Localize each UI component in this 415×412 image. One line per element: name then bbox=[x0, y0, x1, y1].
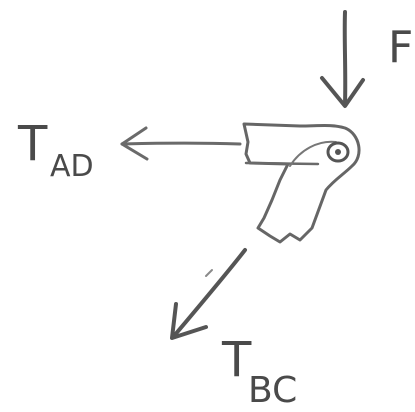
tension-bc-label-main: T bbox=[221, 332, 252, 388]
force-f-shaft bbox=[342, 10, 348, 106]
connection-body bbox=[242, 122, 361, 244]
tension-bc-arrowhead bbox=[170, 302, 208, 340]
force-f-arrow bbox=[320, 10, 365, 108]
tension-bc-tick-mark bbox=[205, 269, 213, 277]
bracket-inner-line bbox=[244, 161, 320, 166]
pin-outer-icon bbox=[326, 141, 350, 163]
tension-ad-arrowhead bbox=[120, 126, 149, 161]
tension-bc-arrow bbox=[170, 248, 247, 340]
tension-ad-shaft bbox=[120, 141, 242, 146]
tension-ad-arrow bbox=[120, 126, 242, 161]
tension-ad-label-subscript: AD bbox=[50, 149, 94, 184]
tension-bc-label-subscript: BC bbox=[248, 370, 297, 411]
pin-center-icon bbox=[335, 149, 341, 155]
force-f-label: F bbox=[388, 22, 413, 73]
tension-ad-label-main: T bbox=[17, 116, 48, 172]
force-f-arrowhead bbox=[320, 76, 365, 108]
bracket-curve bbox=[289, 140, 337, 167]
bracket-outline bbox=[242, 122, 361, 244]
tension-bc-shaft bbox=[172, 248, 247, 338]
